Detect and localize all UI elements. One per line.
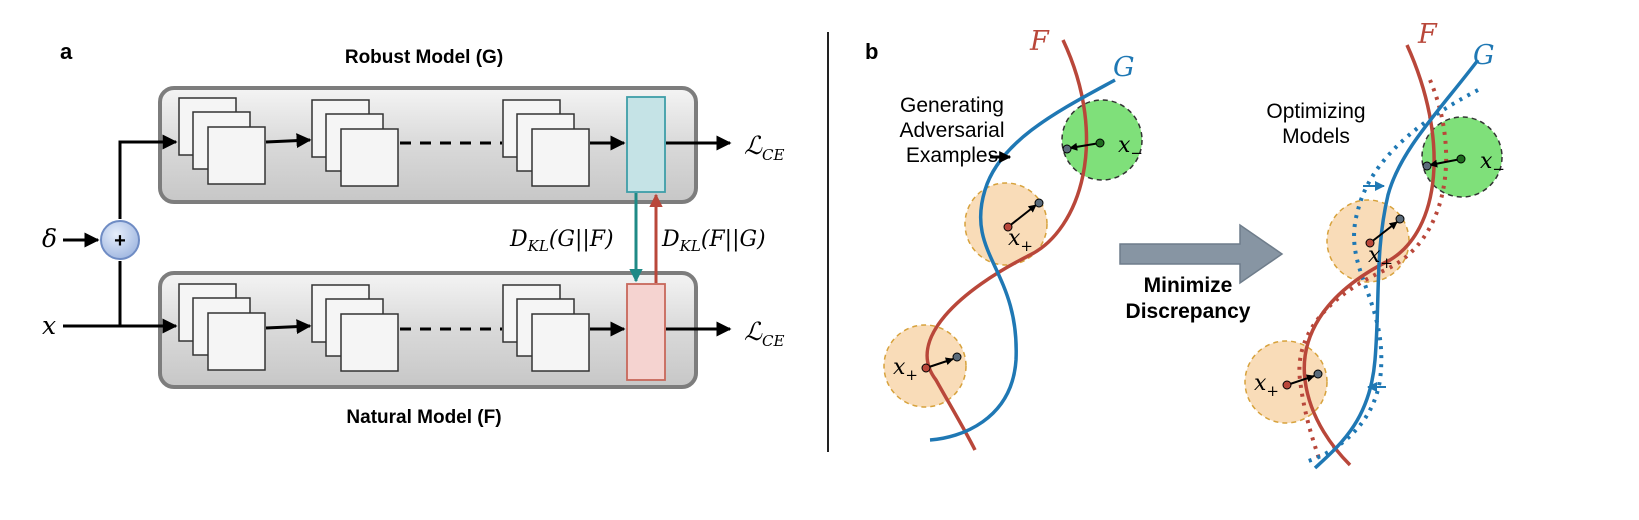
label-G-right: G [1473, 40, 1495, 71]
sum-symbol: + [114, 230, 126, 252]
discrepancy-label: Discrepancy [1126, 300, 1251, 323]
label-G-left: G [1113, 52, 1135, 83]
x-plus-label-mid: x+ [1008, 226, 1033, 255]
robust-layer-stack-1 [178, 97, 266, 185]
curve-F-right [1302, 44, 1436, 467]
x-plus-label-right-mid: x+ [1368, 243, 1393, 272]
x-plus-label-bottom: x+ [893, 355, 918, 384]
sum-node [100, 220, 140, 260]
curve-G-right [1313, 58, 1480, 470]
robust-loss-label: ℒCE [744, 131, 784, 164]
label-F-left: F [1029, 26, 1050, 57]
curve-F-left [925, 39, 1089, 451]
robust-model-title: Robust Model (G) [345, 47, 503, 68]
x-minus-label-left: x− [1118, 133, 1143, 162]
natural-output-layer [626, 283, 666, 381]
optimizing-label-1: Optimizing [1266, 100, 1365, 123]
kl-g-f-label: DKL(G||F) [509, 227, 614, 255]
generating-label-2: Adversarial [899, 119, 1004, 142]
curve-G-left [929, 78, 1116, 442]
x-input-label: x [42, 311, 56, 340]
input-wires [63, 134, 178, 334]
kl-f-g-label: DKL(F||G) [661, 227, 766, 255]
natural-layer-stack-2 [311, 284, 399, 372]
robust-output-layer [626, 96, 666, 193]
generating-label-1: Generating [900, 94, 1004, 117]
robust-layer-stack-3 [502, 99, 590, 187]
natural-layer-stack-1 [178, 283, 266, 371]
delta-input-label: δ [42, 224, 57, 253]
generating-label-3: Examples [906, 144, 998, 167]
panel-b-label: b [865, 39, 878, 64]
panel-a-label: a [60, 39, 73, 64]
robust-flow-arrows [265, 133, 732, 151]
right-adversarial-perturbations [1282, 154, 1466, 390]
robust-layer-stack-2 [311, 99, 399, 187]
curve-F-original-dotted [1297, 79, 1449, 463]
label-F-right: F [1417, 19, 1438, 50]
x-minus-label-right: x− [1480, 149, 1505, 178]
optimizing-label-2: Models [1282, 125, 1350, 148]
x-plus-label-right-bottom: x+ [1254, 371, 1279, 400]
natural-layer-stack-3 [502, 284, 590, 372]
natural-flow-arrows [265, 319, 732, 337]
natural-loss-label: ℒCE [744, 317, 784, 350]
minimize-label: Minimize [1144, 274, 1233, 297]
minimize-discrepancy-arrow [1119, 223, 1284, 285]
natural-model-title: Natural Model (F) [346, 407, 501, 428]
left-adversarial-perturbations [921, 138, 1105, 373]
panel-a: a Robust Model (G) Natural Model (F) [42, 39, 784, 428]
panel-b: b F G x− x+ x+ Generating Adversarial Ex… [865, 19, 1505, 470]
